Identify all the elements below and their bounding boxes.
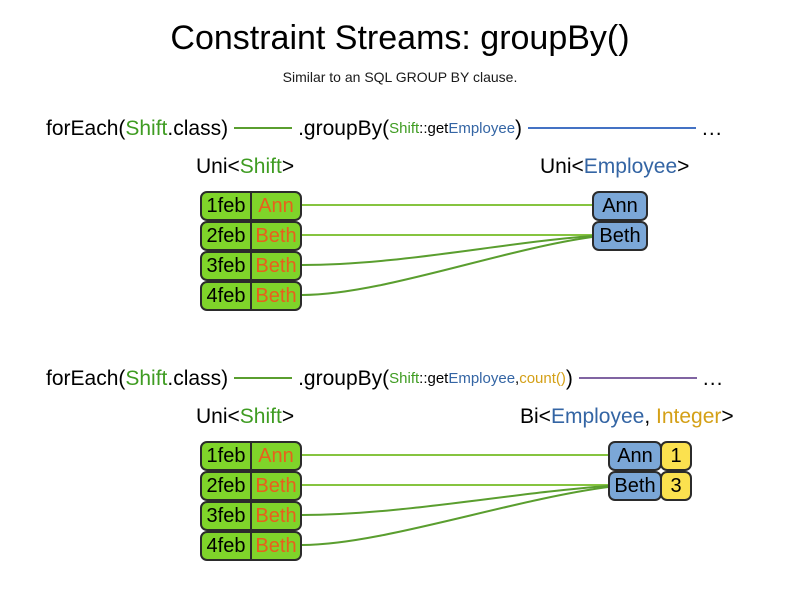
- employee-name: Ann: [617, 445, 653, 467]
- shift-row-box[interactable]: 2feb Beth: [200, 471, 302, 501]
- shift-date: 2feb: [202, 473, 252, 499]
- groupby-arg-separator: ,: [515, 370, 520, 388]
- type-suffix: >: [677, 155, 690, 178]
- groupby-collector-count: count(): [519, 370, 566, 388]
- shift-employee-name: Beth: [255, 475, 297, 497]
- type-prefix: Bi<: [520, 405, 551, 428]
- page-title: Constraint Streams: groupBy(): [170, 19, 630, 57]
- groupby-prefix: .groupBy(: [298, 367, 390, 391]
- type-suffix: >: [281, 155, 295, 178]
- groupby-suffix: ): [515, 117, 523, 141]
- connector-line-groupby-to-next: [578, 377, 697, 380]
- shift-date: 1feb: [202, 193, 252, 219]
- foreach-suffix: .class): [167, 367, 229, 391]
- employee-name: Ann: [602, 195, 638, 217]
- count-box[interactable]: 1: [660, 441, 692, 471]
- shift-row-box[interactable]: 3feb Beth: [200, 251, 302, 281]
- connector-line-foreach-to-groupby: [234, 127, 293, 130]
- pipeline-code-groupby-count: forEach(Shift.class).groupBy(Shift::getE…: [46, 364, 723, 394]
- groupby-method-sep: ::get: [419, 370, 449, 388]
- groupby-member-employee: Employee: [448, 370, 516, 388]
- foreach-type-shift: Shift: [125, 117, 168, 141]
- pipeline-ellipsis: ...: [702, 367, 724, 391]
- type-prefix: Uni<: [540, 155, 584, 178]
- shift-row-box[interactable]: 4feb Beth: [200, 531, 302, 561]
- foreach-prefix: forEach(: [46, 367, 126, 391]
- shift-employee-name: Ann: [258, 445, 294, 467]
- shift-employee-name: Beth: [255, 225, 297, 247]
- type-generic-employee: Employee: [583, 155, 678, 178]
- shift-employee-name: Beth: [255, 535, 297, 557]
- employee-box[interactable]: Beth: [608, 471, 662, 501]
- employee-box[interactable]: Ann: [608, 441, 662, 471]
- shift-date: 1feb: [202, 443, 252, 469]
- page-subtitle: Similar to an SQL GROUP BY clause.: [282, 69, 518, 85]
- shift-employee-name: Beth: [255, 285, 297, 307]
- shift-date: 4feb: [202, 533, 252, 559]
- type-label-left-uni-shift: Uni<Shift>: [196, 154, 294, 180]
- foreach-type-shift: Shift: [125, 367, 168, 391]
- groupby-method-sep: ::get: [419, 120, 449, 138]
- type-prefix: Uni<: [196, 405, 240, 428]
- groupby-member-employee: Employee: [448, 120, 516, 138]
- shift-employee-name: Ann: [258, 195, 294, 217]
- type-label-left-uni-shift: Uni<Shift>: [196, 404, 294, 430]
- employee-name: Beth: [614, 475, 656, 497]
- pipeline-code-groupby: forEach(Shift.class).groupBy(Shift::getE…: [46, 114, 723, 144]
- type-label-right-bi-employee-integer: Bi<Employee, Integer>: [520, 404, 734, 430]
- employee-name: Beth: [599, 225, 641, 247]
- connector-line-foreach-to-groupby: [234, 377, 293, 380]
- type-generic-separator: ,: [644, 405, 656, 428]
- type-generic-shift: Shift: [239, 405, 282, 428]
- shift-row-box[interactable]: 3feb Beth: [200, 501, 302, 531]
- employee-box[interactable]: Beth: [592, 221, 648, 251]
- shift-date: 4feb: [202, 283, 252, 309]
- type-label-right-uni-employee: Uni<Employee>: [540, 154, 689, 180]
- shift-row-box[interactable]: 1feb Ann: [200, 191, 302, 221]
- type-generic-shift: Shift: [239, 155, 282, 178]
- shift-employee-name: Beth: [255, 255, 297, 277]
- shift-row-box[interactable]: 4feb Beth: [200, 281, 302, 311]
- foreach-suffix: .class): [167, 117, 229, 141]
- type-suffix: >: [281, 405, 295, 428]
- connector-line-groupby-to-next: [528, 127, 697, 130]
- count-value: 1: [670, 445, 682, 467]
- shift-date: 3feb: [202, 503, 252, 529]
- employee-box[interactable]: Ann: [592, 191, 648, 221]
- shift-row-box[interactable]: 2feb Beth: [200, 221, 302, 251]
- shift-row-box[interactable]: 1feb Ann: [200, 441, 302, 471]
- pipeline-ellipsis: ...: [702, 117, 723, 141]
- type-generic-employee: Employee: [550, 405, 645, 428]
- groupby-suffix: ): [565, 367, 573, 391]
- groupby-owner-shift: Shift: [389, 370, 420, 388]
- shift-date: 3feb: [202, 253, 252, 279]
- count-box[interactable]: 3: [660, 471, 692, 501]
- type-suffix: >: [721, 405, 734, 428]
- count-value: 3: [670, 475, 682, 497]
- groupby-prefix: .groupBy(: [298, 117, 390, 141]
- type-prefix: Uni<: [196, 155, 240, 178]
- groupby-owner-shift: Shift: [389, 120, 420, 138]
- type-generic-integer: Integer: [656, 405, 722, 428]
- shift-date: 2feb: [202, 223, 252, 249]
- foreach-prefix: forEach(: [46, 117, 126, 141]
- shift-employee-name: Beth: [255, 505, 297, 527]
